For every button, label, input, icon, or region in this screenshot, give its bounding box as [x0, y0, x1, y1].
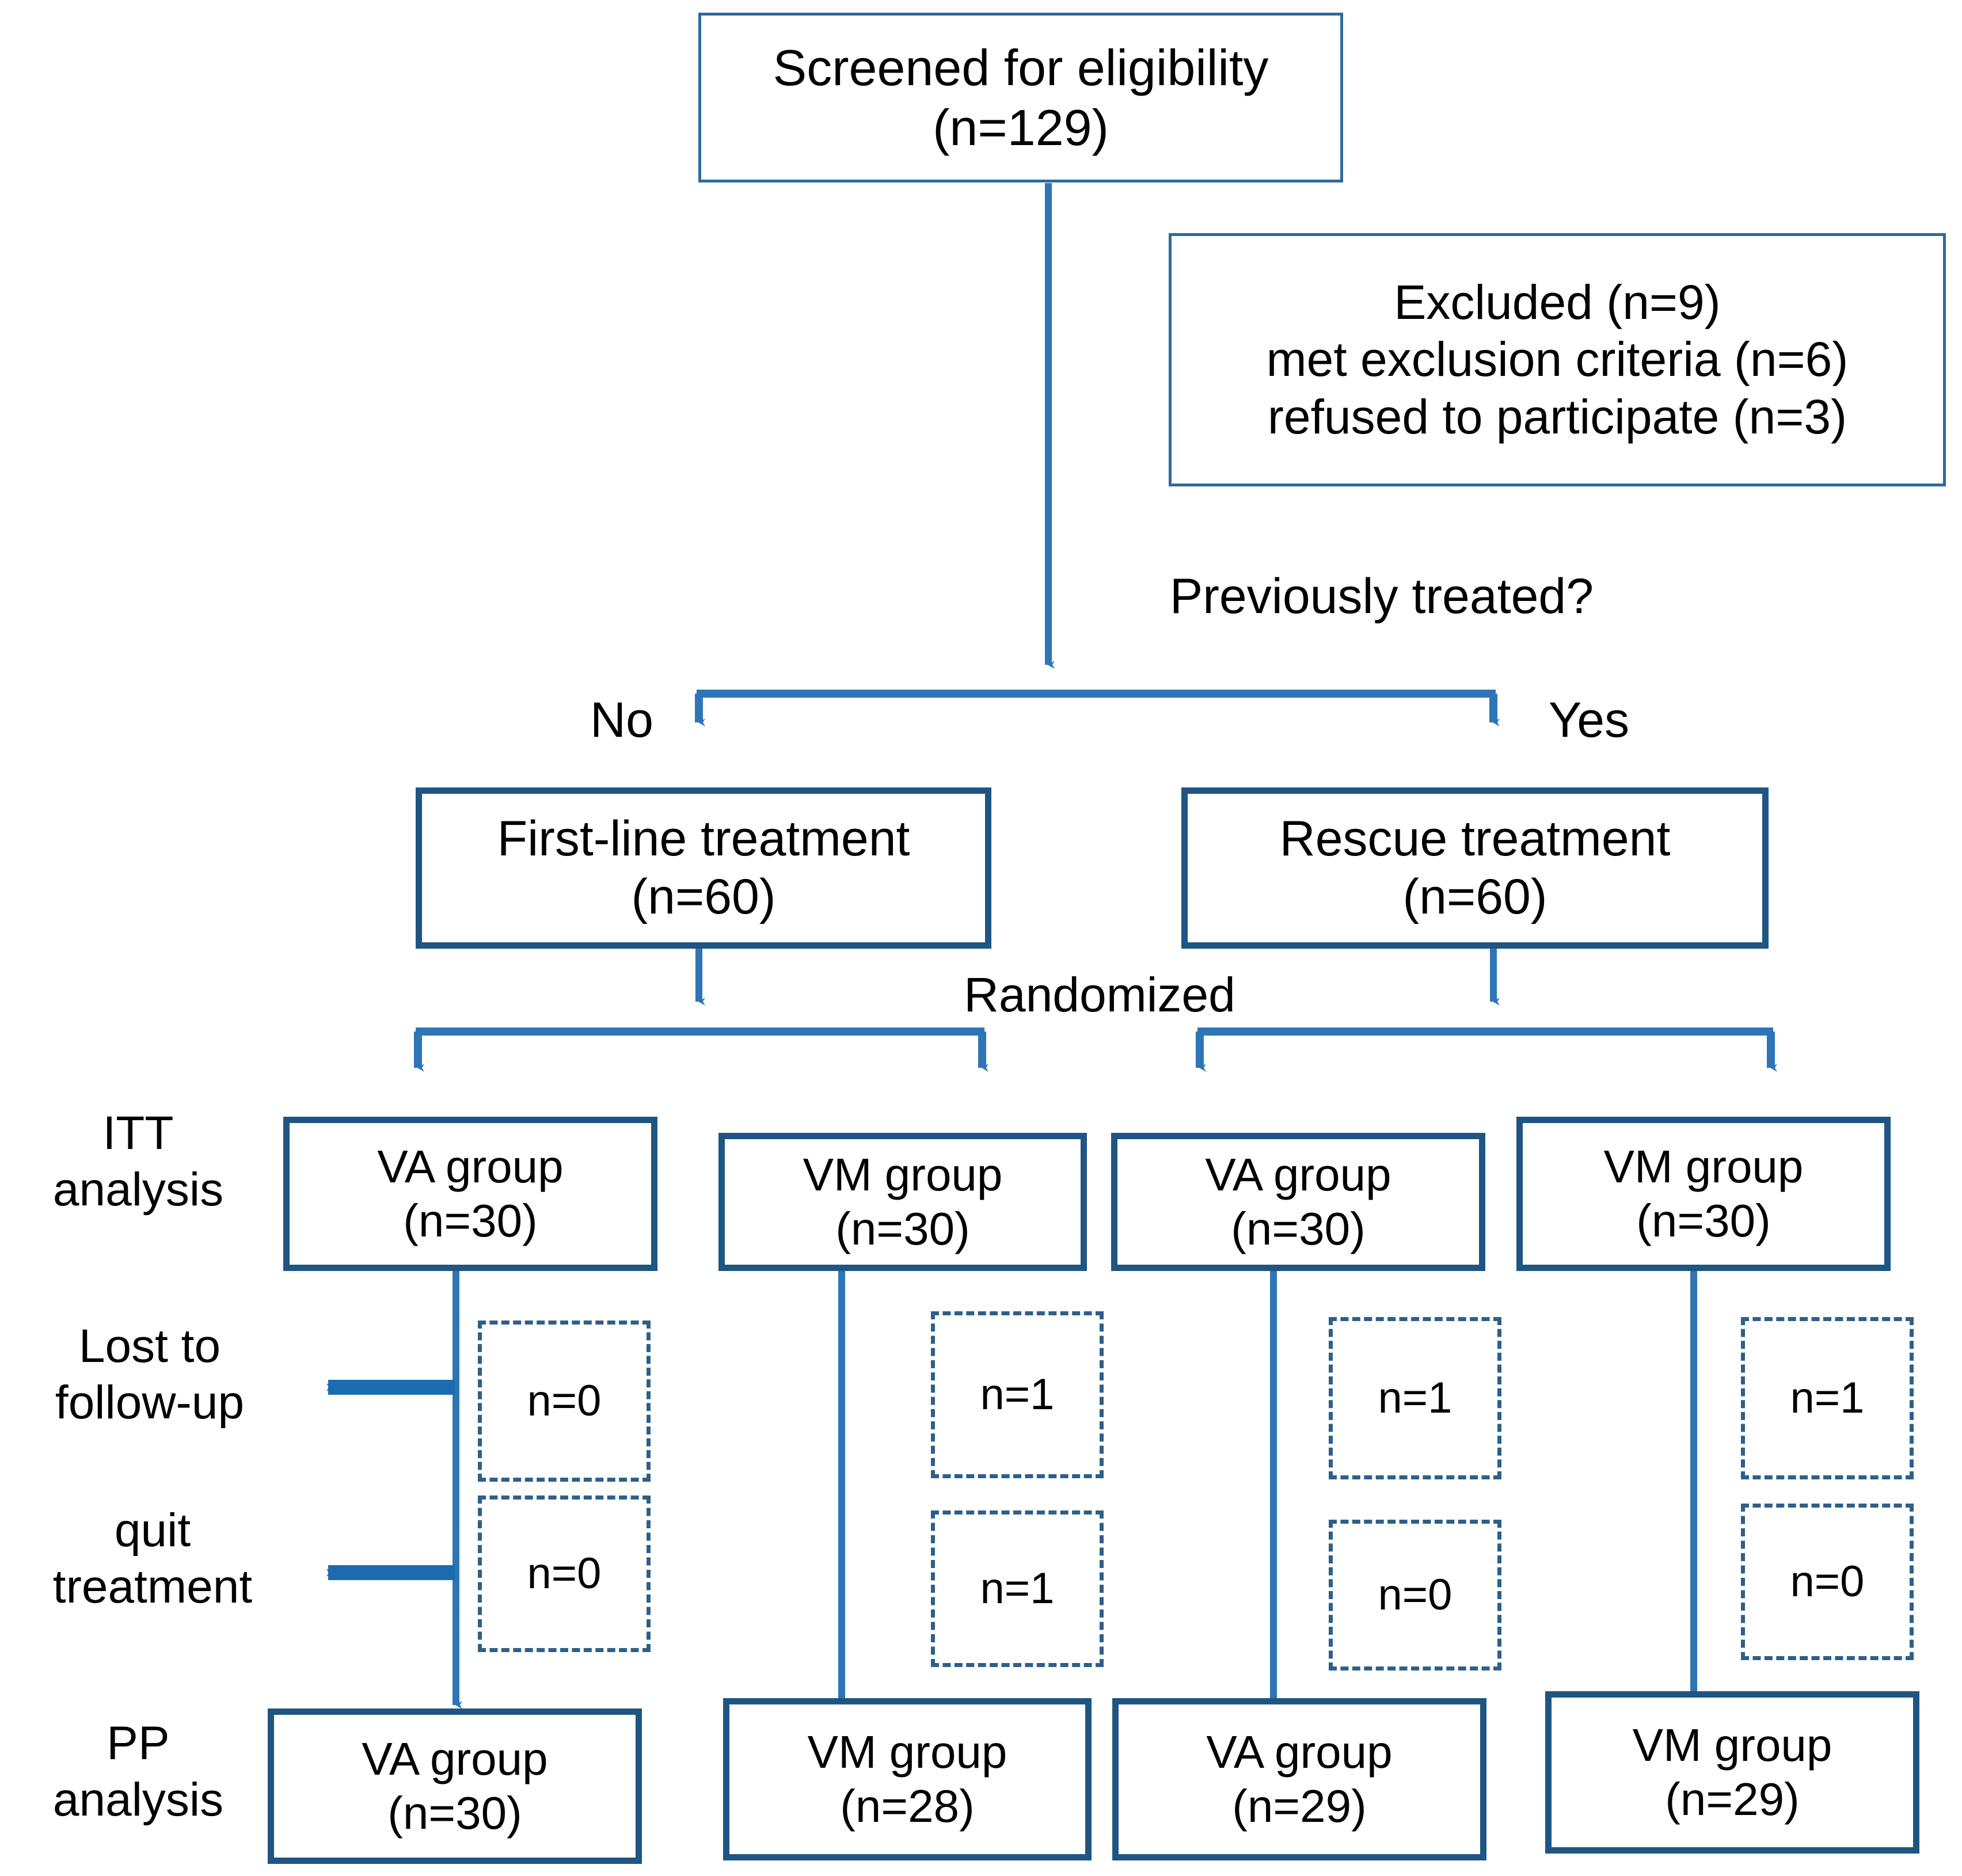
node-itt-3-line2: (n=30): [1231, 1203, 1366, 1254]
node-itt-vm-rescue[interactable]: VM group (n=30): [1516, 1117, 1891, 1271]
node-pp-2-line1: VM group: [807, 1726, 1007, 1778]
node-quit-treatment-1[interactable]: n=0: [478, 1496, 651, 1652]
node-first-line-line2: (n=60): [631, 869, 776, 924]
label-itt-analysis: ITT analysis: [52, 1107, 224, 1216]
node-quit-treatment-2-value: n=1: [980, 1564, 1055, 1614]
node-itt-3-line1: VA group: [1205, 1148, 1391, 1200]
node-itt-va-first-line[interactable]: VA group (n=30): [283, 1117, 657, 1271]
node-rescue-line2: (n=60): [1402, 869, 1547, 924]
label-pp-analysis: PP analysis: [52, 1717, 224, 1826]
node-pp-va-rescue[interactable]: VA group (n=29): [1112, 1698, 1486, 1860]
node-pp-1-line1: VA group: [362, 1733, 548, 1784]
node-screened-for-eligibility[interactable]: Screened for eligibility (n=129): [698, 13, 1343, 182]
label-branch-no: No: [590, 692, 653, 748]
node-excluded-line2: met exclusion criteria (n=6): [1266, 332, 1849, 387]
node-lost-followup-3[interactable]: n=1: [1329, 1317, 1501, 1479]
node-pp-4-line2: (n=29): [1665, 1774, 1800, 1825]
node-lost-followup-2-value: n=1: [980, 1370, 1055, 1420]
node-itt-4-line2: (n=30): [1636, 1195, 1771, 1246]
node-rescue-treatment[interactable]: Rescue treatment (n=60): [1181, 787, 1769, 949]
label-quit-treatment: quit treatment: [52, 1504, 253, 1614]
node-excluded-line3: refused to participate (n=3): [1267, 389, 1847, 444]
node-pp-vm-rescue[interactable]: VM group (n=29): [1545, 1691, 1919, 1854]
node-pp-1-line2: (n=30): [387, 1787, 522, 1839]
label-randomized: Randomized: [964, 968, 1235, 1022]
node-itt-1-line1: VA group: [377, 1140, 564, 1192]
node-pp-3-line1: VA group: [1206, 1726, 1393, 1778]
node-lost-followup-1-value: n=0: [527, 1376, 602, 1426]
node-itt-vm-first-line[interactable]: VM group (n=30): [718, 1133, 1087, 1271]
node-itt-1-line2: (n=30): [403, 1195, 538, 1246]
node-lost-followup-3-value: n=1: [1378, 1373, 1453, 1423]
node-excluded-line1: Excluded (n=9): [1394, 275, 1721, 330]
node-lost-followup-4-value: n=1: [1790, 1373, 1865, 1423]
node-lost-followup-4[interactable]: n=1: [1741, 1317, 1914, 1479]
node-quit-treatment-4[interactable]: n=0: [1741, 1504, 1914, 1660]
node-screened-line1: Screened for eligibility: [773, 39, 1269, 96]
node-pp-4-line1: VM group: [1632, 1719, 1832, 1771]
node-first-line-treatment[interactable]: First-line treatment (n=60): [416, 787, 991, 949]
node-itt-2-line2: (n=30): [835, 1203, 970, 1254]
node-lost-followup-2[interactable]: n=1: [931, 1311, 1104, 1478]
node-lost-followup-1[interactable]: n=0: [478, 1321, 651, 1482]
node-quit-treatment-3-value: n=0: [1378, 1570, 1453, 1620]
node-screened-line2: (n=129): [933, 98, 1109, 156]
node-itt-2-line1: VM group: [803, 1148, 1003, 1200]
node-quit-treatment-3[interactable]: n=0: [1329, 1520, 1501, 1670]
label-previously-treated: Previously treated?: [1169, 569, 1594, 624]
node-excluded[interactable]: Excluded (n=9) met exclusion criteria (n…: [1169, 233, 1946, 486]
label-branch-yes: Yes: [1548, 692, 1630, 748]
node-rescue-line1: Rescue treatment: [1279, 810, 1671, 866]
node-pp-3-line2: (n=29): [1232, 1780, 1367, 1832]
node-quit-treatment-1-value: n=0: [527, 1549, 602, 1599]
node-itt-va-rescue[interactable]: VA group (n=30): [1111, 1133, 1485, 1271]
label-lost-to-followup: Lost to follow-up: [55, 1320, 245, 1429]
node-pp-vm-first-line[interactable]: VM group (n=28): [723, 1698, 1092, 1860]
node-first-line-line1: First-line treatment: [497, 810, 910, 866]
node-quit-treatment-4-value: n=0: [1790, 1557, 1865, 1607]
node-pp-va-first-line[interactable]: VA group (n=30): [268, 1708, 642, 1864]
node-quit-treatment-2[interactable]: n=1: [931, 1510, 1104, 1667]
node-pp-2-line2: (n=28): [840, 1780, 975, 1832]
node-itt-4-line1: VM group: [1603, 1140, 1804, 1192]
